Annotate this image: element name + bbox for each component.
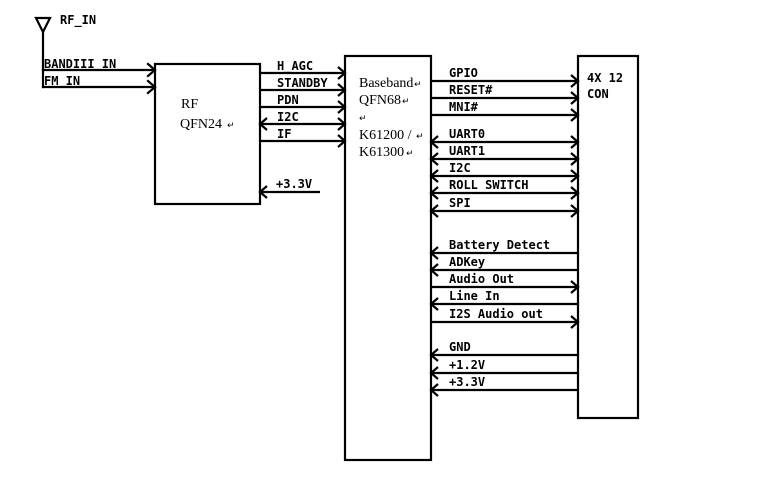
rf-block-package: QFN24 [180, 117, 222, 132]
bus-gpio-arrow-right [570, 74, 580, 88]
connector-block [576, 54, 640, 420]
bus-uart1-label: UART1 [449, 144, 485, 158]
bandiii-in-label: BANDIII IN [44, 57, 116, 71]
fm-in-label: FM IN [44, 74, 80, 88]
connector-title: 4X 12 [587, 71, 623, 85]
baseband-title: Baseband [359, 76, 413, 91]
bus-spi-arrow-left [429, 204, 439, 218]
baseband-block [343, 54, 433, 462]
svg-text:↵: ↵ [406, 149, 414, 159]
bus-uart1-arrow-left [429, 152, 439, 166]
rf-sig-if-label: IF [277, 127, 291, 141]
bus-reset-label: RESET# [449, 83, 493, 97]
bus-i2c-arrow-left [429, 169, 439, 183]
pwr-3-3v-arrow-left [429, 383, 439, 397]
io-audio-out-arrow-right [570, 280, 580, 294]
bus-spi-arrow-right [570, 204, 580, 218]
rf-sig-i2c-arrow [337, 117, 347, 131]
baseband-package: QFN68 [359, 93, 401, 108]
bus-roll-switch-arrow-left [429, 186, 439, 200]
svg-text:↵: ↵ [416, 132, 424, 142]
rf-sig-i2c-arrow-left [258, 117, 268, 131]
bus-i2c-label: I2C [449, 161, 471, 175]
baseband-part-2: K61300 [359, 145, 404, 160]
rf-supply-label: +3.3V [276, 177, 312, 191]
pwr-gnd-arrow-left [429, 348, 439, 362]
io-line-in-arrow-left [429, 297, 439, 311]
rf-sig-if-arrow [337, 134, 347, 148]
svg-text:↵: ↵ [227, 121, 235, 131]
bus-mni-label: MNI# [449, 100, 479, 114]
bus-reset-arrow-right [570, 91, 580, 105]
rf-sig-standby-label: STANDBY [277, 76, 328, 90]
svg-text:↵: ↵ [359, 114, 367, 124]
io-line-in-label: Line In [449, 289, 500, 303]
pwr-1-2v-label: +1.2V [449, 358, 485, 372]
bus-uart0-arrow-right [570, 135, 580, 149]
bus-roll-switch-label: ROLL SWITCH [449, 178, 528, 192]
connector-subtitle: CON [587, 87, 609, 101]
rf-block [153, 62, 262, 206]
baseband-part-1: K61200 / [359, 128, 412, 143]
svg-text:↵: ↵ [414, 80, 422, 90]
bus-uart0-arrow-left [429, 135, 439, 149]
io-adkey-arrow-left [429, 263, 439, 277]
io-battery-detect-arrow-left [429, 246, 439, 260]
bus-spi-label: SPI [449, 196, 471, 210]
rf-block-title: RF [181, 97, 198, 112]
io-i2s-audio-out-arrow-right [570, 315, 580, 329]
rf-sig-h-agc-label: H_AGC [277, 59, 313, 74]
bus-uart0-label: UART0 [449, 127, 485, 141]
rf-sig-standby-arrow [337, 83, 347, 97]
rf-sig-pdn-label: PDN [277, 93, 299, 107]
rf-supply-arrow [258, 185, 268, 199]
antenna-icon [34, 16, 52, 72]
rf-sig-i2c-label: I2C [277, 110, 299, 124]
svg-text:↵: ↵ [402, 97, 410, 107]
bus-roll-switch-arrow-right [570, 186, 580, 200]
io-audio-out-label: Audio Out [449, 272, 514, 286]
pwr-gnd-label: GND [449, 340, 471, 354]
io-i2s-audio-out-label: I2S Audio out [449, 307, 543, 321]
io-battery-detect-label: Battery Detect [449, 238, 550, 252]
rf-in-label: RF_IN [60, 13, 96, 28]
pwr-1-2v-arrow-left [429, 366, 439, 380]
pwr-3-3v-label: +3.3V [449, 375, 485, 389]
rf-sig-pdn-arrow [337, 100, 347, 114]
rf-sig-h-agc-arrow [337, 66, 347, 80]
rf-baseband-signals: H_AGC STANDBY PDN I2C IF +3.3V [258, 59, 347, 199]
io-adkey-label: ADKey [449, 255, 485, 269]
bus-uart1-arrow-right [570, 152, 580, 166]
bus-gpio-label: GPIO [449, 66, 478, 80]
bus-mni-arrow-right [570, 108, 580, 122]
bus-i2c-arrow-right [570, 169, 580, 183]
